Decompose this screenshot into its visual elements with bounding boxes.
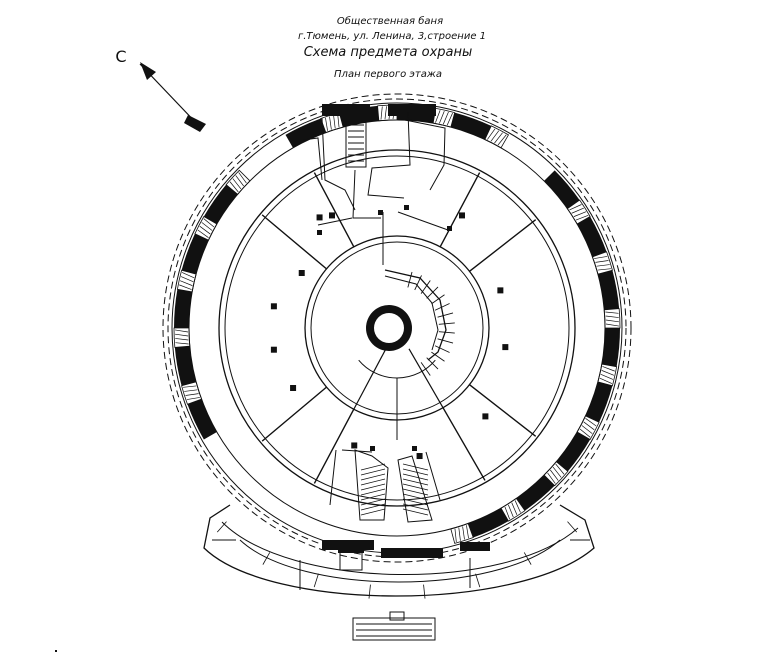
outer-wall	[173, 104, 621, 558]
entrance-annex	[203, 504, 595, 641]
central-stair	[384, 269, 455, 376]
south-stairs	[329, 446, 441, 523]
north-rooms	[302, 111, 452, 235]
outer-wall-inner-face	[188, 119, 606, 537]
central-column	[366, 305, 412, 351]
corner-mark	[55, 650, 57, 652]
north-label: С	[115, 47, 126, 66]
hall-columns	[270, 212, 509, 460]
address: г.Тюмень, ул. Ленина, 3,строение 1	[298, 31, 486, 42]
radial-partitions	[261, 172, 537, 484]
title-block: Общественная баня г.Тюмень, ул. Ленина, …	[298, 15, 486, 80]
hall-ring	[218, 149, 576, 507]
floor-title: План первого этажа	[334, 69, 442, 80]
north-arrow-icon: С	[115, 47, 206, 132]
scheme-title: Схема предмета охраны	[304, 45, 473, 60]
building-name: Общественная баня	[337, 15, 443, 27]
